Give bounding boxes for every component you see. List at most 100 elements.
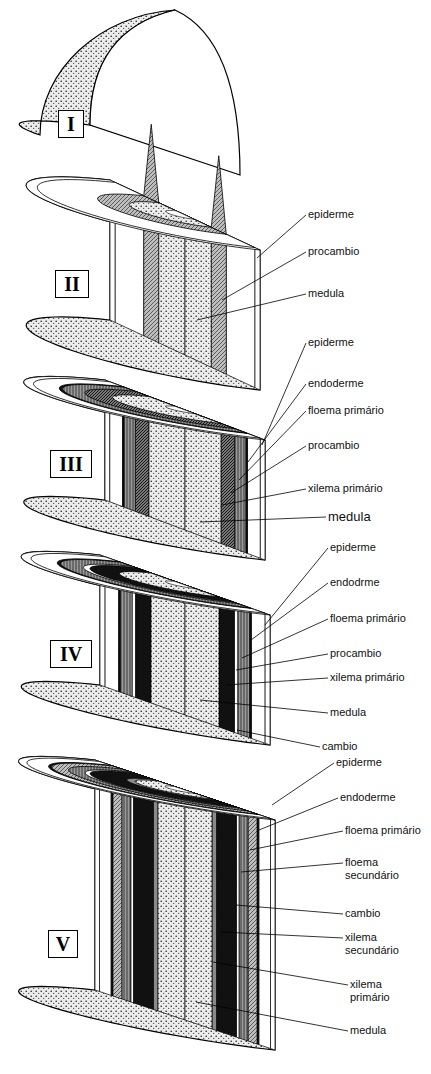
leader-line [231, 446, 306, 493]
tissue-label: epiderme [330, 541, 376, 554]
pith-top [166, 210, 194, 219]
leader-line [213, 962, 348, 985]
tissue-band [95, 760, 100, 992]
tissue-ring [90, 566, 234, 603]
tissue-band [100, 762, 112, 996]
tissue-band [211, 227, 226, 374]
outer-surface [24, 376, 265, 560]
outer-surface [19, 756, 275, 1050]
tissue-label: procambio [330, 647, 381, 660]
tissue-label: xilema primário [308, 482, 383, 495]
tissue-band [113, 766, 122, 999]
tissue-label: xilema primário [330, 671, 405, 684]
stage-number: II [55, 270, 89, 298]
tissue-band [247, 433, 260, 558]
tissue-label: epiderme [308, 208, 354, 221]
tissue-ring [19, 756, 275, 820]
tissue-ring [57, 559, 251, 609]
tissue-label: endoderme [308, 377, 364, 390]
tissue-label: cambio [345, 907, 380, 920]
tissue-ring [69, 767, 248, 811]
tissue-label: medula [350, 1024, 386, 1037]
tissue-ring [135, 780, 212, 799]
tissue-label: medula [328, 510, 371, 525]
leader-line [262, 343, 306, 445]
tissue-band [217, 801, 237, 1038]
leader-line [221, 932, 343, 938]
tissue-band [226, 234, 255, 387]
tissue-label: cambio [322, 740, 357, 753]
stem-block [21, 551, 270, 745]
leader-line [250, 831, 343, 850]
tissue-ring [112, 395, 221, 424]
tissue-ring [34, 378, 261, 438]
tissue-ring [59, 384, 247, 434]
tissue-ring [90, 771, 236, 807]
stage-number: III [50, 450, 92, 478]
leader-line [196, 1002, 348, 1031]
tissue-band [235, 429, 246, 553]
stage-number: IV [50, 640, 92, 668]
stage-number: I [58, 110, 84, 138]
tissue-ring [63, 385, 246, 433]
tissue-label: epiderme [308, 336, 354, 349]
procambium-peak [211, 156, 226, 235]
tissue-band [154, 780, 159, 1012]
leader-line [236, 654, 328, 670]
tissue-label: floema secundário [345, 856, 417, 881]
outer-surface [21, 551, 270, 745]
leader-line [257, 215, 306, 258]
tissue-band [236, 807, 239, 1038]
pith-top [165, 581, 195, 589]
outer-surface [26, 177, 260, 390]
stem-block [19, 756, 275, 1050]
pith-top [165, 786, 196, 794]
tissue-band [131, 772, 134, 1003]
leader-line [242, 619, 328, 658]
tissue-label: procambio [308, 439, 359, 452]
leader-line [237, 730, 320, 747]
leader-line [200, 517, 326, 522]
stem-block [24, 376, 265, 560]
tissue-band [221, 424, 235, 549]
tissue-ring [26, 177, 260, 250]
tissue-band [251, 608, 265, 743]
tissue-band [255, 248, 260, 390]
tissue-band [234, 602, 237, 733]
tissue-ring [27, 758, 271, 818]
tissue-label: xilema primário [350, 978, 412, 1003]
tissue-label: medula [330, 706, 366, 719]
tissue-band [122, 769, 131, 1002]
tissue-ring [119, 572, 219, 597]
tissue-label: xilema secundário [345, 931, 417, 956]
tissue-band [248, 811, 257, 1044]
tissue-ring [83, 564, 237, 603]
tissue-ring [24, 376, 265, 440]
tissue-label: endoderme [340, 791, 396, 804]
tissue-ring [61, 560, 250, 608]
tissue-label: epiderme [336, 756, 382, 769]
tissue-band [239, 808, 248, 1041]
tissue-ring [98, 194, 227, 234]
tissue-band [185, 790, 212, 1029]
tissue-label: endodrme [330, 576, 380, 589]
tissue-ring [85, 770, 239, 808]
tissue-label: floema primário [308, 404, 384, 417]
leader-line [222, 252, 306, 300]
pith-top [166, 406, 195, 414]
leader-line [222, 489, 306, 505]
stage-number: V [48, 930, 78, 958]
tissue-band [134, 773, 154, 1010]
procambium-peak [144, 124, 159, 203]
leader-line [251, 583, 328, 640]
tissue-ring [85, 389, 235, 428]
tissue-ring [49, 762, 259, 814]
tissue-band [259, 815, 271, 1049]
tissue-label: floema primário [330, 612, 406, 625]
tissue-ring [31, 553, 265, 613]
tissue-ring [21, 551, 270, 615]
tissue-label: medula [308, 287, 344, 300]
leader-line [197, 294, 306, 320]
tissue-band [238, 604, 250, 738]
